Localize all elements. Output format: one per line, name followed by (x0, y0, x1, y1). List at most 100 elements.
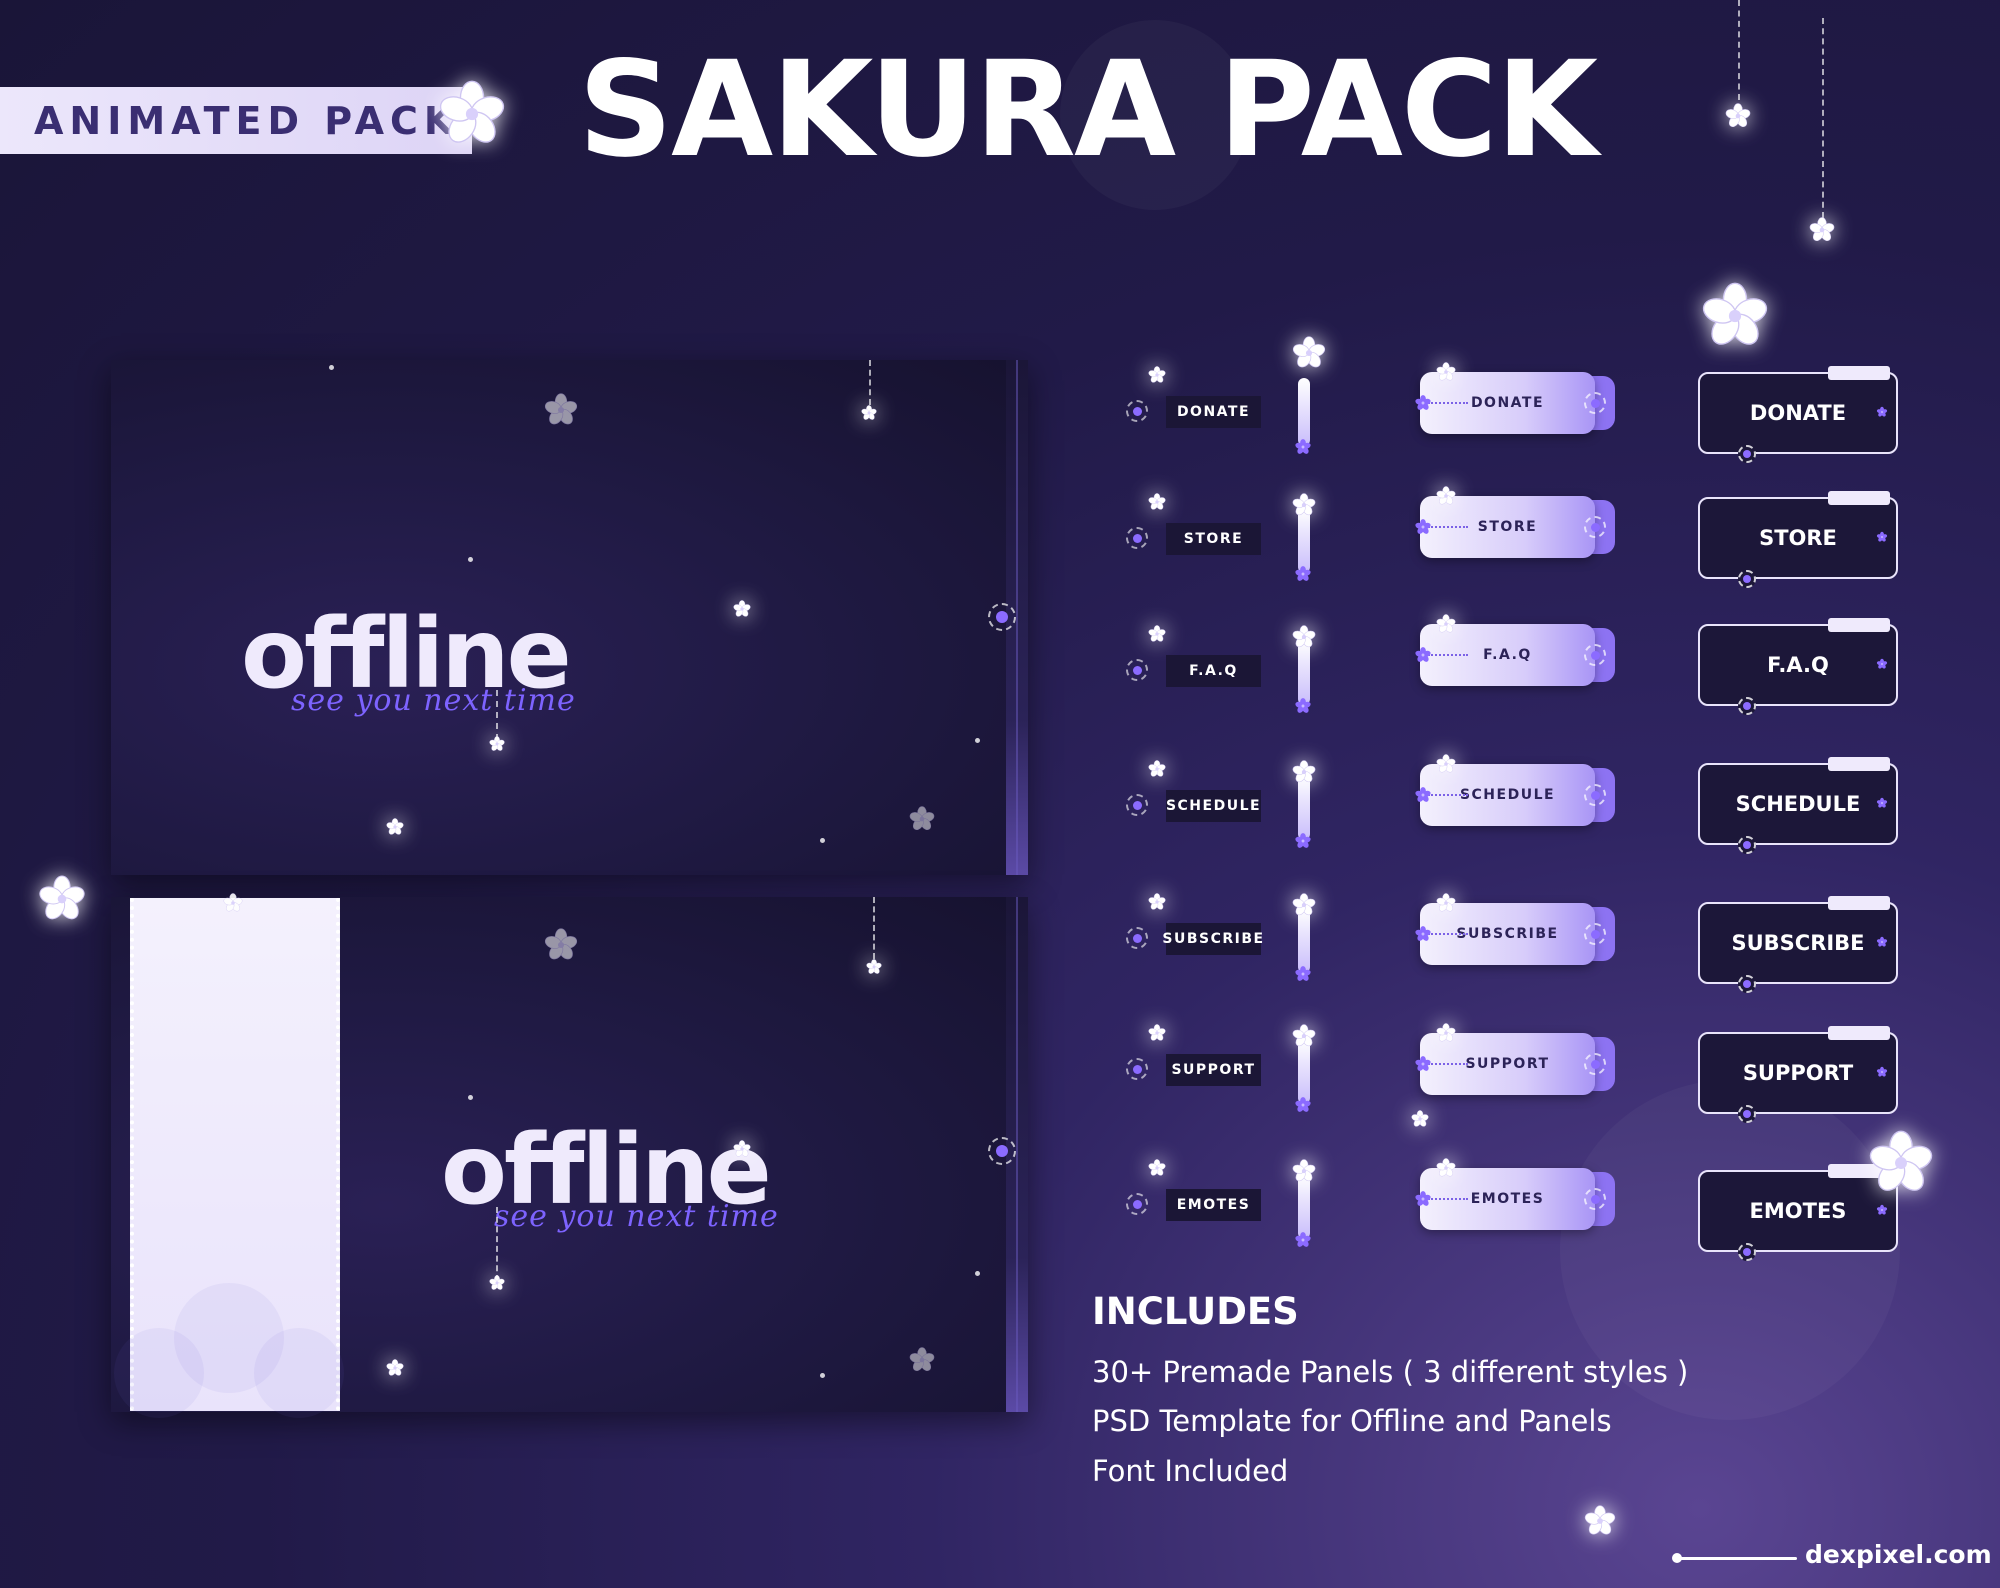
star-dot (329, 365, 334, 370)
footer-line (1677, 1557, 1797, 1560)
star-dot (975, 1271, 980, 1276)
hanging-string (869, 360, 871, 405)
panel-style2-support: SUPPORT (1415, 1023, 1615, 1101)
sakura-flower-icon-purple (1876, 406, 1888, 418)
includes-item: PSD Template for Offline and Panels (1092, 1404, 1612, 1438)
panel-body: SUPPORT (1698, 1032, 1898, 1114)
sakura-flower-icon-purple (1294, 1096, 1312, 1114)
panel-petal (114, 1328, 204, 1418)
sakura-flower-icon (733, 600, 751, 618)
panel-label: SUPPORT (1166, 1054, 1261, 1086)
star-dot (975, 738, 980, 743)
panel-pillar (1298, 1036, 1310, 1104)
star-dot (468, 557, 473, 562)
sakura-flower-icon (1584, 1505, 1616, 1537)
sakura-flower-icon (544, 928, 578, 962)
sakura-flower-icon-purple (1876, 658, 1888, 670)
sakura-flower-icon (1292, 1159, 1316, 1183)
decor-ring (1584, 1188, 1606, 1210)
panel-ring (1126, 1058, 1148, 1080)
panel-ring (1738, 570, 1756, 588)
panel-label: EMOTES (1749, 1199, 1847, 1223)
sakura-flower-icon-purple (1414, 394, 1432, 412)
decor-ring (1584, 1053, 1606, 1075)
badge-label: ANIMATED PACK (34, 98, 460, 143)
includes-heading: INCLUDES (1092, 1290, 1299, 1333)
sakura-flower-icon (1809, 217, 1835, 243)
sakura-flower-icon (1292, 336, 1326, 370)
panel-ring (1738, 697, 1756, 715)
sakura-flower-icon (1292, 893, 1316, 917)
sakura-flower-icon (386, 818, 404, 836)
sakura-flower-icon-purple (1414, 925, 1432, 943)
panel-ring (1738, 836, 1756, 854)
panel-tag (1828, 757, 1890, 771)
panel-style3-faq: F.A.Q (1698, 618, 1898, 715)
sakura-flower-icon (1148, 760, 1166, 778)
sakura-flower-icon (438, 80, 506, 148)
sakura-flower-icon (1292, 493, 1316, 517)
panel-ring (1126, 927, 1148, 949)
panel-ring (1738, 1243, 1756, 1261)
sakura-flower-icon (1436, 486, 1456, 506)
panel-style3-emotes: EMOTES (1698, 1164, 1898, 1261)
panel-tag (1828, 1026, 1890, 1040)
sakura-flower-icon (1411, 1110, 1429, 1128)
sakura-flower-icon-purple (1294, 965, 1312, 983)
offline-screen-1: offline see you next time (111, 360, 1028, 875)
panel-label: EMOTES (1166, 1189, 1261, 1221)
sakura-flower-icon-purple (1414, 786, 1432, 804)
offline-subtitle: see you next time (494, 1199, 779, 1234)
panel-label: STORE (1477, 519, 1538, 535)
sakura-flower-icon-purple (1414, 518, 1432, 536)
panel-body: F.A.Q (1698, 624, 1898, 706)
panel-style1-subscribe: SUBSCRIBE (1126, 893, 1316, 985)
sakura-flower-icon-purple (1876, 797, 1888, 809)
sakura-flower-icon (1292, 625, 1316, 649)
panel-label: SUPPORT (1742, 1061, 1854, 1085)
hanging-string (496, 690, 498, 740)
panel-dotted-line (1428, 526, 1468, 528)
sakura-flower-icon (1436, 893, 1456, 913)
panel-style3-support: SUPPORT (1698, 1026, 1898, 1123)
panel-label: DONATE (1749, 401, 1847, 425)
panel-body: SCHEDULE (1698, 763, 1898, 845)
panel-style1-faq: F.A.Q (1126, 625, 1316, 717)
sakura-flower-icon (1148, 493, 1166, 511)
panel-label: F.A.Q (1166, 655, 1261, 687)
sakura-flower-icon (386, 1359, 404, 1377)
panel-label: EMOTES (1470, 1191, 1545, 1207)
screen-edge-line (1016, 897, 1018, 1412)
sakura-flower-icon (1148, 893, 1166, 911)
sakura-flower-icon-purple (1294, 438, 1312, 456)
sakura-flower-icon-purple (1414, 646, 1432, 664)
decor-ring (1584, 923, 1606, 945)
sakura-flower-icon (866, 959, 882, 975)
hanging-string (1738, 0, 1740, 100)
panel-pillar (1298, 772, 1310, 840)
panel-label: SUPPORT (1465, 1056, 1550, 1072)
panel-style1-support: SUPPORT (1126, 1024, 1316, 1116)
panel-body: SUBSCRIBE (1698, 902, 1898, 984)
offline-title: offline (241, 598, 572, 710)
sakura-flower-icon (544, 393, 578, 427)
panel-ring (1126, 527, 1148, 549)
panel-style1-emotes: EMOTES (1126, 1159, 1316, 1251)
panel-style1-donate: DONATE (1126, 336, 1326, 458)
panel-style3-store: STORE (1698, 491, 1898, 588)
includes-item: Font Included (1092, 1454, 1289, 1488)
panel-style3-subscribe: SUBSCRIBE (1698, 896, 1898, 993)
panel-label: STORE (1759, 526, 1837, 550)
panel-label: SCHEDULE (1166, 790, 1261, 822)
sakura-flower-icon (1725, 103, 1751, 129)
panel-label: SUBSCRIBE (1731, 931, 1865, 955)
panel-style2-donate: DONATE (1415, 362, 1615, 440)
panel-tag (1828, 491, 1890, 505)
decor-ring (1584, 516, 1606, 538)
sakura-flower-icon (1148, 366, 1166, 384)
sakura-flower-icon (489, 1275, 505, 1291)
panel-label: SUBSCRIBE (1162, 923, 1263, 955)
sakura-flower-icon-purple (1876, 1066, 1888, 1078)
panel-pillar (1298, 1171, 1310, 1239)
sakura-flower-icon-purple (1876, 936, 1888, 948)
